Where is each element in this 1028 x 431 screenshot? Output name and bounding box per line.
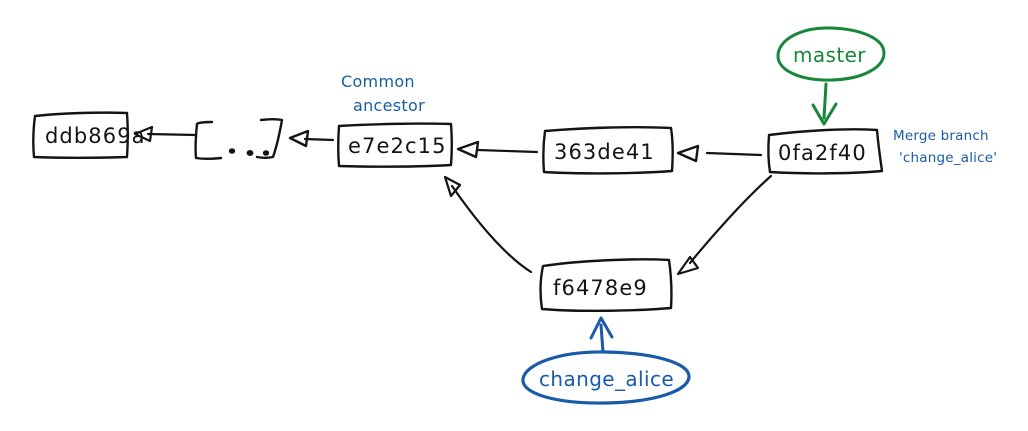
annotation-merge-message: Merge branch 'change_alice' [893, 128, 997, 166]
commit-node-f6478e9[interactable]: f6478e9 [539, 258, 673, 313]
commit-node-e7e2c15[interactable]: e7e2c15 [337, 122, 453, 168]
ellipsis-dot-2 [246, 150, 254, 156]
arrow-f6478e9-to-e7e2c15 [443, 175, 533, 274]
bracket-right [255, 118, 284, 159]
branch-pointer-master[interactable]: master [776, 26, 886, 126]
master-arrow-shaft [822, 82, 828, 120]
commit-node-363de41[interactable]: 363de41 [542, 126, 674, 175]
commit-hash-363de41: 363de41 [554, 140, 655, 164]
commit-hash-ddb869a: ddb869a [45, 124, 146, 148]
common-ancestor-line-2: ancestor [353, 96, 425, 115]
merge-message-line-1: Merge branch [893, 128, 989, 144]
annotation-common-ancestor: Common ancestor [341, 72, 425, 115]
change-alice-label: change_alice [539, 367, 674, 391]
commit-hash-e7e2c15: e7e2c15 [348, 134, 447, 158]
arrow-ellipsis-to-ddb869a [133, 125, 198, 143]
arrow-0fa2f40-to-f6478e9 [676, 174, 773, 276]
commit-node-0fa2f40[interactable]: 0fa2f40 [767, 128, 884, 175]
ellipsis-dot-3 [262, 150, 270, 156]
change-alice-arrow-head [589, 316, 614, 340]
arrow-0fa2f40-to-363de41 [676, 144, 763, 163]
bracket-left [194, 120, 223, 160]
ellipsis-dot-1 [228, 148, 236, 154]
commit-box-outline [337, 122, 453, 168]
master-ellipse [776, 26, 886, 82]
master-label: master [793, 43, 866, 67]
arrow-363de41-to-e7e2c15 [456, 140, 539, 159]
commit-box-outline [767, 128, 884, 175]
commit-node-ddb869a[interactable]: ddb869a [32, 111, 146, 159]
merge-message-line-2: 'change_alice' [899, 150, 997, 166]
change-alice-arrow-shaft [599, 323, 605, 354]
commit-box-outline [539, 258, 673, 313]
branch-pointer-change-alice[interactable]: change_alice [521, 316, 691, 405]
commit-hash-0fa2f40: 0fa2f40 [778, 141, 867, 165]
ellipsis-group: [...] [194, 118, 284, 160]
commit-hash-f6478e9: f6478e9 [553, 276, 648, 300]
commit-box-outline [542, 126, 674, 175]
change-alice-ellipse [521, 350, 691, 405]
commit-box-outline [32, 111, 129, 159]
common-ancestor-line-1: Common [341, 72, 415, 91]
master-arrow-head [811, 102, 838, 126]
arrow-e7e2c15-to-ellipsis [288, 129, 335, 148]
